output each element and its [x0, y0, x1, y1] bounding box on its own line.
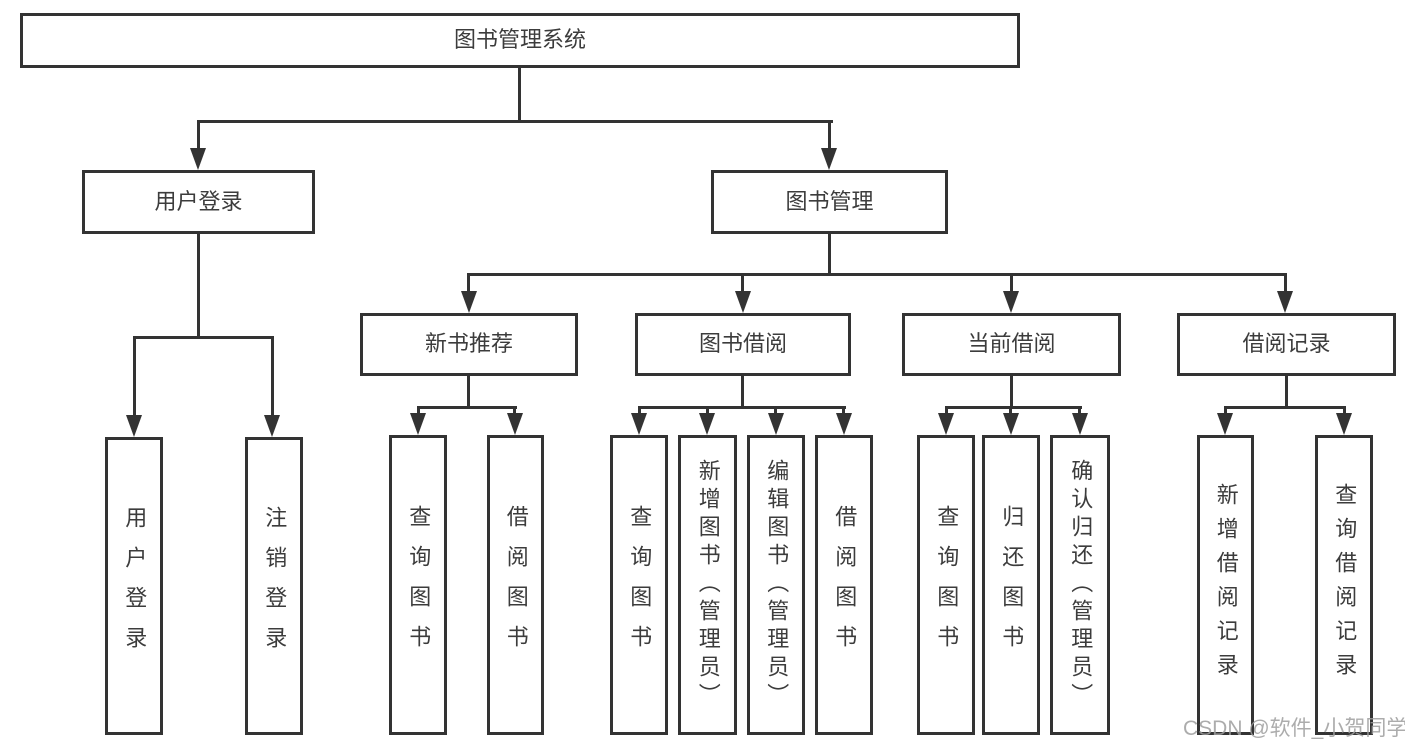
node-book-borrow-label: 图书借阅 — [698, 331, 787, 357]
node-br-query-record-label: 查询借阅记录 — [1332, 483, 1358, 687]
connector-line — [1224, 406, 1227, 416]
arrow-down-icon — [631, 413, 647, 435]
node-nb-borrow-book: 借阅图书 — [487, 435, 544, 735]
node-leaf-logout: 注销登录 — [245, 437, 303, 735]
node-root-label: 图书管理系统 — [453, 27, 586, 53]
node-bb-query-book: 查询图书 — [610, 435, 668, 735]
node-book-borrow: 图书借阅 — [635, 313, 851, 376]
node-leaf-user-login: 用户登录 — [105, 437, 163, 735]
connector-line — [1009, 406, 1012, 416]
connector-line — [417, 406, 420, 416]
csdn-watermark: CSDN @软件_小贺同学 — [1183, 717, 1405, 740]
node-cb-confirm-return: 确认归还（管理员） — [1050, 435, 1110, 735]
node-new-book-rec: 新书推荐 — [360, 313, 578, 376]
arrow-down-icon — [1003, 291, 1019, 313]
arrow-down-icon — [190, 148, 206, 170]
arrow-down-icon — [821, 148, 837, 170]
connector-line — [197, 120, 833, 123]
node-new-book-rec-label: 新书推荐 — [424, 331, 513, 357]
connector-line — [706, 406, 709, 416]
arrow-down-icon — [461, 291, 477, 313]
node-root: 图书管理系统 — [20, 13, 1020, 68]
node-cb-confirm-return-label: 确认归还（管理员） — [1068, 459, 1094, 711]
connector-line — [741, 273, 744, 293]
node-bb-borrow-book: 借阅图书 — [815, 435, 873, 735]
node-cb-return-book-label: 归还图书 — [999, 505, 1025, 665]
connector-line — [1285, 376, 1288, 409]
connector-line — [513, 406, 516, 416]
node-bb-edit-book-label: 编辑图书（管理员） — [764, 459, 790, 711]
arrow-down-icon — [410, 413, 426, 435]
arrow-down-icon — [1336, 413, 1352, 435]
node-br-query-record: 查询借阅记录 — [1315, 435, 1373, 735]
node-leaf-user-login-label: 用户登录 — [122, 506, 148, 666]
connector-line — [828, 234, 831, 276]
connector-line — [1010, 273, 1013, 293]
connector-line — [842, 406, 845, 416]
connector-line — [197, 234, 200, 339]
node-book-mgmt: 图书管理 — [711, 170, 948, 234]
arrow-down-icon — [699, 413, 715, 435]
node-bb-add-book-label: 新增图书（管理员） — [695, 459, 721, 711]
node-current-borrow: 当前借阅 — [902, 313, 1121, 376]
node-nb-query-book: 查询图书 — [389, 435, 447, 735]
node-user-login-label: 用户登录 — [154, 188, 243, 214]
arrow-down-icon — [938, 413, 954, 435]
connector-line — [945, 406, 1082, 409]
node-bb-add-book: 新增图书（管理员） — [678, 435, 737, 735]
node-book-mgmt-label: 图书管理 — [785, 188, 874, 214]
connector-line — [467, 273, 1287, 276]
node-borrow-record-label: 借阅记录 — [1242, 331, 1331, 357]
connector-line — [945, 406, 948, 416]
connector-line — [1284, 273, 1287, 293]
connector-line — [774, 406, 777, 416]
connector-line — [271, 336, 274, 417]
node-cb-return-book: 归还图书 — [982, 435, 1040, 735]
connector-line — [1010, 376, 1013, 409]
connector-line — [518, 68, 521, 123]
arrow-down-icon — [1217, 413, 1233, 435]
connector-line — [638, 406, 641, 416]
arrow-down-icon — [735, 291, 751, 313]
node-borrow-record: 借阅记录 — [1177, 313, 1396, 376]
connector-line — [1224, 406, 1346, 409]
node-cb-query-book: 查询图书 — [917, 435, 975, 735]
arrow-down-icon — [1277, 291, 1293, 313]
connector-line — [1343, 406, 1346, 416]
node-current-borrow-label: 当前借阅 — [967, 331, 1056, 357]
connector-line — [828, 120, 831, 152]
node-user-login: 用户登录 — [82, 170, 315, 234]
arrow-down-icon — [264, 415, 280, 437]
connector-line — [197, 120, 200, 152]
connector-line — [133, 336, 136, 417]
connector-line — [638, 406, 846, 409]
node-cb-query-book-label: 查询图书 — [934, 505, 960, 665]
arrow-down-icon — [836, 413, 852, 435]
node-nb-borrow-book-label: 借阅图书 — [503, 505, 529, 665]
node-br-add-record: 新增借阅记录 — [1197, 435, 1254, 735]
arrow-down-icon — [507, 413, 523, 435]
node-nb-query-book-label: 查询图书 — [406, 505, 432, 665]
connector-line — [467, 376, 470, 409]
connector-line — [467, 273, 470, 293]
node-bb-borrow-book-label: 借阅图书 — [832, 505, 858, 665]
arrow-down-icon — [126, 415, 142, 437]
connector-line — [1078, 406, 1081, 416]
connector-line — [417, 406, 517, 409]
connector-line — [741, 376, 744, 409]
connector-line — [133, 336, 274, 339]
arrow-down-icon — [1072, 413, 1088, 435]
node-leaf-logout-label: 注销登录 — [262, 506, 288, 666]
node-bb-edit-book: 编辑图书（管理员） — [747, 435, 805, 735]
arrow-down-icon — [1003, 413, 1019, 435]
node-bb-query-book-label: 查询图书 — [627, 505, 653, 665]
arrow-down-icon — [768, 413, 784, 435]
node-br-add-record-label: 新增借阅记录 — [1213, 483, 1239, 687]
